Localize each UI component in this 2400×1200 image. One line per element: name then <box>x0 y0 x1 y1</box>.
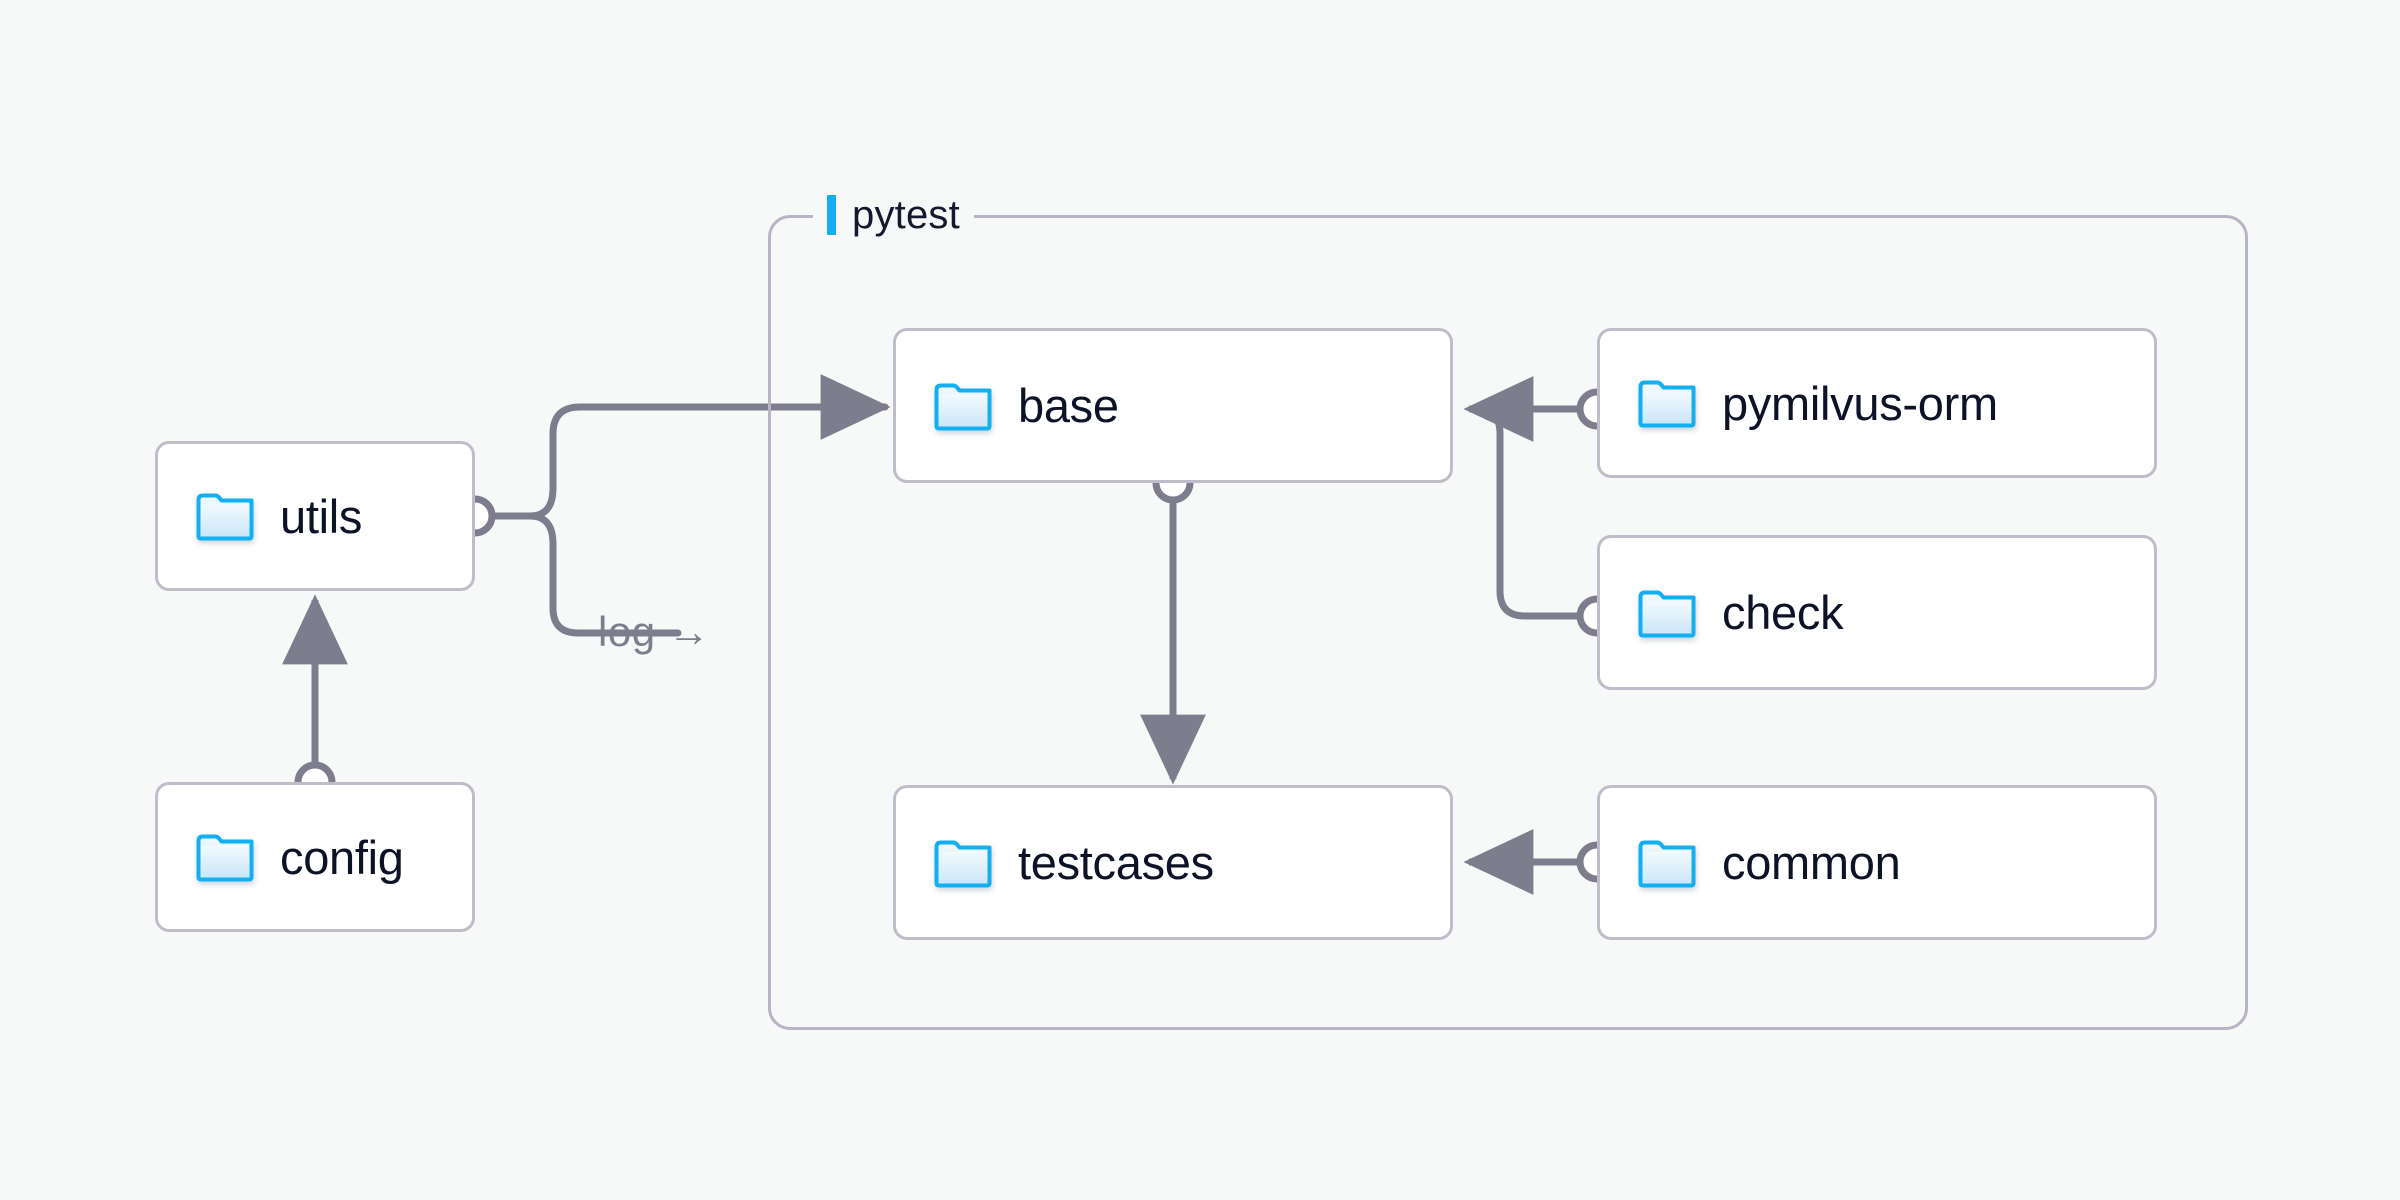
node-label-utils: utils <box>280 489 363 543</box>
folder-icon <box>196 491 254 541</box>
node-config[interactable]: config <box>155 782 475 932</box>
node-check[interactable]: check <box>1597 535 2157 690</box>
node-base[interactable]: base <box>893 328 1453 483</box>
node-pymilvus-orm[interactable]: pymilvus-orm <box>1597 328 2157 478</box>
node-label-testcases: testcases <box>1018 836 1214 889</box>
folder-icon <box>1638 838 1696 888</box>
node-common[interactable]: common <box>1597 785 2157 940</box>
folder-icon <box>934 381 992 431</box>
folder-icon <box>1638 378 1696 428</box>
folder-icon <box>196 832 254 882</box>
node-label-pymilvus-orm: pymilvus-orm <box>1722 376 1998 430</box>
group-label-pytest: pytest <box>813 188 974 242</box>
edge-utils-branch <box>454 374 891 637</box>
node-label-common: common <box>1722 836 1901 889</box>
node-utils[interactable]: utils <box>155 441 475 591</box>
group-container-pytest <box>768 215 2248 1030</box>
edge-config-to-utils <box>282 594 348 803</box>
node-label-check: check <box>1722 586 1844 639</box>
folder-icon <box>934 838 992 888</box>
node-testcases[interactable]: testcases <box>893 785 1453 940</box>
folder-icon <box>1638 588 1696 638</box>
group-accent-bar <box>827 195 836 235</box>
node-label-base: base <box>1018 379 1119 432</box>
group-label-text: pytest <box>852 192 960 237</box>
node-label-config: config <box>280 830 404 884</box>
edge-label-log: log → <box>598 608 711 655</box>
